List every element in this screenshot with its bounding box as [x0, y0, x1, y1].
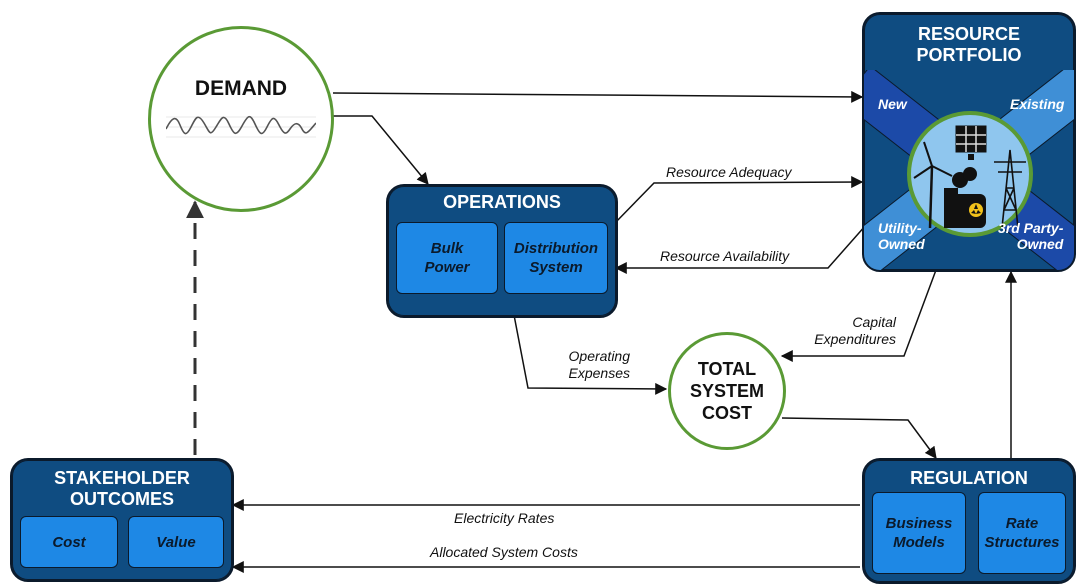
value-label: Value: [156, 533, 196, 551]
value-box[interactable]: Value: [128, 516, 224, 568]
edge-demand-portfolio: [332, 90, 864, 103]
edge-cost-regulation: [781, 417, 937, 459]
edge-demand-operations: [333, 115, 429, 185]
total-system-cost-node[interactable]: TOTAL SYSTEM COST: [668, 332, 786, 450]
rate-structures-box[interactable]: Rate Structures: [978, 492, 1066, 574]
business-models-box[interactable]: Business Models: [872, 492, 966, 574]
distribution-system-label: Distribution System: [513, 240, 599, 276]
edge-operating-expenses: [513, 314, 668, 395]
portfolio-graphic: [864, 70, 1074, 270]
cost-box[interactable]: Cost: [20, 516, 118, 568]
label-allocated-costs: Allocated System Costs: [430, 544, 578, 560]
label-capital-expenditures: Capital Expenditures: [814, 314, 896, 347]
cost-label: Cost: [52, 533, 86, 551]
label-resource-availability: Resource Availability: [660, 248, 790, 264]
regulation-title: REGULATION: [910, 468, 1028, 488]
rate-structures-label: Rate Structures: [984, 515, 1060, 551]
label-electricity-rates: Electricity Rates: [454, 510, 555, 526]
operations-title: OPERATIONS: [443, 192, 561, 212]
label-operating-expenses: Operating Expenses: [568, 348, 630, 381]
edge-capital-expenditures: [780, 269, 937, 362]
portfolio-title: RESOURCE PORTFOLIO: [916, 24, 1022, 65]
label-resource-adequacy: Resource Adequacy: [666, 164, 792, 180]
bulk-power-box[interactable]: Bulk Power: [396, 222, 498, 294]
operations-box[interactable]: OPERATIONS Bulk Power Distribution Syste…: [386, 184, 618, 318]
bulk-power-label: Bulk Power: [424, 240, 470, 276]
stakeholder-outcomes-box[interactable]: STAKEHOLDER OUTCOMES Cost Value: [10, 458, 234, 582]
demand-title: DEMAND: [194, 77, 288, 100]
total-system-cost-title: TOTAL SYSTEM COST: [689, 359, 764, 423]
edge-resource-adequacy: [613, 176, 864, 225]
tag-utility-owned: Utility- Owned: [878, 220, 925, 252]
load-curve-icon: [166, 115, 316, 138]
distribution-system-box[interactable]: Distribution System: [504, 222, 608, 294]
tag-new: New: [878, 96, 907, 112]
stakeholder-title: STAKEHOLDER OUTCOMES: [54, 468, 190, 509]
resource-portfolio-box[interactable]: RESOURCE PORTFOLIO New Existing Ut: [862, 12, 1076, 272]
tag-existing: Existing: [1010, 96, 1065, 112]
edge-resource-availability: [614, 224, 867, 274]
business-models-label: Business Models: [885, 515, 953, 551]
regulation-box[interactable]: REGULATION Business Models Rate Structur…: [862, 458, 1076, 584]
demand-node[interactable]: DEMAND: [148, 26, 334, 212]
tag-third-party-owned: 3rd Party- Owned: [998, 220, 1064, 252]
